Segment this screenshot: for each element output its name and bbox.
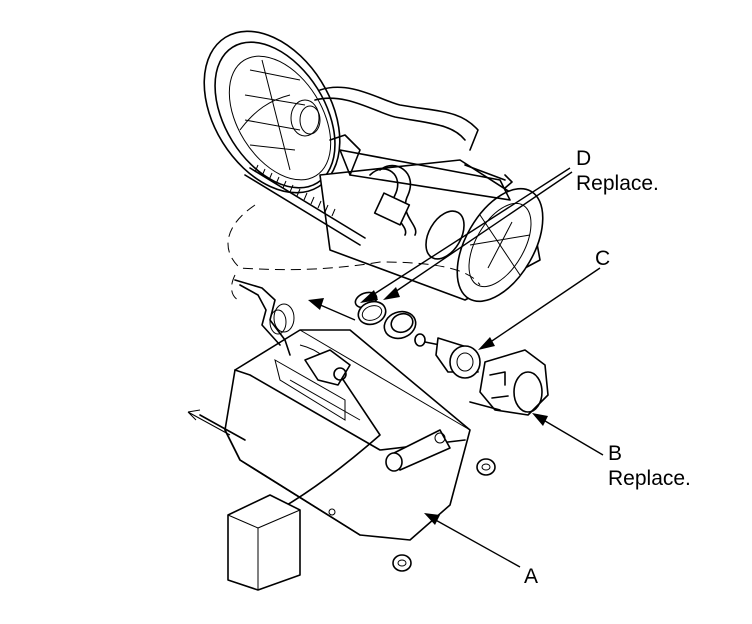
assembly-direction-arrow xyxy=(308,298,356,321)
leader-line-a xyxy=(424,513,521,568)
callout-a-letter: A xyxy=(524,565,538,588)
callout-d-letter: D xyxy=(576,147,591,170)
callout-b-letter: B xyxy=(608,442,622,465)
leader-line-b xyxy=(532,413,604,456)
o-ring-icon xyxy=(354,291,387,326)
o-ring-icon xyxy=(383,310,417,340)
callout-d-note: Replace. xyxy=(576,172,659,195)
callout-c-letter: C xyxy=(595,247,610,270)
alignment-phantom-line xyxy=(231,274,239,301)
sending-unit-icon xyxy=(187,279,471,591)
clip-icon xyxy=(476,458,496,476)
leader-line-d xyxy=(360,167,573,303)
clip-icon xyxy=(469,349,549,416)
strainer-icon xyxy=(414,333,481,379)
clip-icon xyxy=(392,554,412,572)
leader-line-c xyxy=(478,267,601,350)
fuel-pump-module-icon xyxy=(203,30,544,303)
callout-b-note: Replace. xyxy=(608,467,691,490)
